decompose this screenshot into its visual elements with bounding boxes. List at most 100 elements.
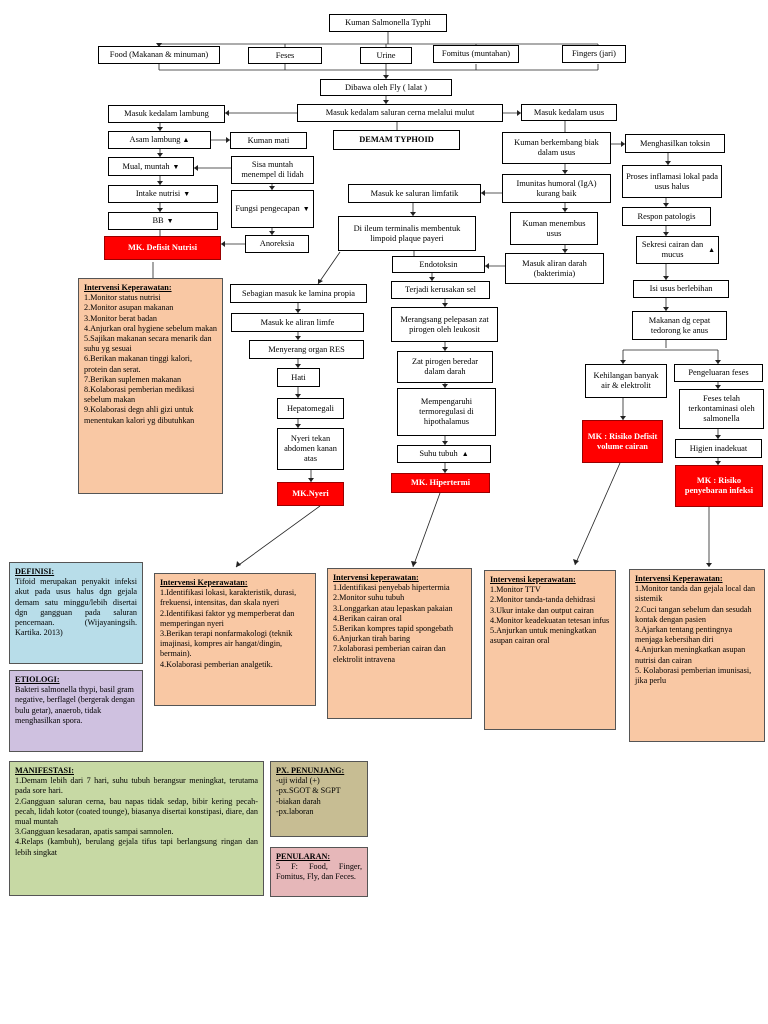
panel-title: Intervensi keperawatan: — [333, 573, 419, 582]
intervention-nutrition-panel: Intervensi Keperawatan: 1.Monitor status… — [78, 278, 223, 494]
panel-title: Intervensi Keperawatan: — [635, 574, 723, 583]
panel-item: 2.Cuci tangan sebelum dan sesudah kontak… — [635, 604, 752, 624]
panel-item: 1.Identifikasi lokasi, karakteristik, du… — [160, 588, 297, 608]
panel-item: 5.Anjurkan untuk meningkatkan asupan cai… — [490, 626, 597, 646]
germs-dead-box: Kuman mati — [230, 132, 307, 149]
panel-item: 5. Kolaborasi pemberian imunisasi, jika … — [635, 665, 752, 686]
panel-text: Tifoid merupakan penyakit infeksi akut p… — [15, 577, 137, 638]
arrow-down-icon: ▼ — [183, 190, 191, 198]
thermo-box: Mempengaruhi termoregulasi di hipothalam… — [397, 388, 496, 436]
pyrogen-blood-box: Zat pirogen beredar dalam darah — [397, 351, 493, 383]
secretion-box: Sekresi cairan dan mucus ▲ — [636, 236, 719, 264]
support-panel: PX. PENUNJANG: -uji widal (+) -px.SGOT &… — [270, 761, 368, 837]
arrow-down-icon: ▼ — [166, 217, 174, 225]
panel-item: 4.Anjurkan oral hygiene sebelum makan — [84, 323, 218, 333]
panel-item: 6.Berikan makanan tinggi kalori, protein… — [84, 354, 193, 374]
panel-item: 1.Identifikasi penyebab hipertermia — [333, 583, 450, 593]
disease-box: DEMAM TYPHOID — [333, 130, 460, 150]
panel-text: 5 F: Food, Finger, Fomitus, Fly, dan Fec… — [276, 862, 362, 882]
intestine-box: Masuk kedalam usus — [521, 104, 617, 121]
ileum-box: Di ileum terminalis membentuk limpoid pl… — [338, 216, 476, 251]
intervention-fluid-panel: Intervensi keperawatan: 1.Monitor TTV 2.… — [484, 570, 616, 730]
panel-item: 4.Kolaborasi pemberian analgetik. — [160, 659, 273, 669]
endotoxin-box: Endotoksin — [392, 256, 485, 273]
panel-item: -px.SGOT & SGPT — [276, 786, 341, 796]
panel-item: 5.Sajikan makanan secara menarik dan suh… — [84, 334, 212, 354]
panel-item: 3.Ajarkan tentang pentingnya menjaga keb… — [635, 625, 733, 645]
panel-item: -uji widal (+) — [276, 776, 320, 786]
cell-damage-box: Terjadi kerusakan sel — [391, 281, 490, 299]
food-fast-box: Makanan dg cepat tedorong ke anus — [632, 311, 727, 340]
panel-item: 2.Identifikasi faktor yg memperberat dan… — [160, 608, 295, 628]
hygiene-box: Higien inadekuat — [675, 439, 762, 458]
panel-item: 4.Relaps (kambuh), berulang gejala tifus… — [15, 837, 258, 857]
temp-box: Suhu tubuh▲ — [397, 445, 491, 463]
panel-item: 2.Monitor asupan makanan — [84, 303, 174, 313]
germs-grow-box: Kuman berkembang biak dalam usus — [502, 132, 611, 164]
hepato-box: Hepatomegali — [277, 398, 344, 419]
panel-title: ETIOLOGI: — [15, 675, 60, 684]
arrow-down-icon: ▼ — [172, 162, 180, 171]
etiology-panel: ETIOLOGI: Bakteri salmonella thypi, basi… — [9, 670, 143, 752]
fly-box: Dibawa oleh Fly ( lalat ) — [320, 79, 452, 96]
blood-box: Masuk aliran darah (bakterimia) — [505, 253, 604, 284]
panel-item: 2.Monitor tanda-tanda dehidrasi — [490, 595, 596, 605]
panel-item: 3.Ukur intake dan output cairan — [490, 605, 594, 615]
arrow-up-icon: ▲ — [708, 246, 715, 254]
inflammation-box: Proses inflamasi lokal pada usus halus — [622, 165, 722, 198]
source-fomitus: Fomitus (muntahan) — [433, 45, 519, 63]
panel-title: Intervensi Keperawatan: — [160, 578, 248, 587]
source-urine: Urine — [360, 47, 412, 64]
panel-item: 5.Berikan kompres tapid spongebath — [333, 624, 454, 634]
diagnosis-nutrition: MK. Defisit Nutrisi — [104, 236, 221, 260]
acid-label: Asam lambung — [129, 135, 181, 144]
panel-item: 4.Berikan cairan oral — [333, 613, 402, 623]
bw-box: BB▼ — [108, 212, 218, 230]
vomit-residue-box: Sisa muntah menempel di lidah — [231, 156, 314, 184]
source-feses: Feses — [248, 47, 322, 64]
source-food: Food (Makanan & minuman) — [98, 46, 220, 64]
definition-panel: DEFINISI: Tifoid merupakan penyakit infe… — [9, 562, 143, 664]
diagnosis-fever: MK. Hipertermi — [391, 473, 490, 493]
taste-box: Fungsi pengecapan▼ — [231, 190, 314, 228]
liver-box: Hati — [277, 368, 320, 387]
pathologic-box: Respon patologis — [622, 207, 711, 226]
panel-title: PX. PENUNJANG: — [276, 766, 345, 775]
temp-label: Suhu tubuh — [419, 449, 458, 458]
panel-title: DEFINISI: — [15, 567, 55, 576]
panel-title: Intervensi keperawatan: — [490, 575, 576, 584]
panel-item: 1.Monitor TTV — [490, 585, 541, 595]
bw-label: BB — [152, 216, 164, 225]
gut-content-box: Isi usus berlebihan — [633, 280, 729, 298]
panel-item: 8.Kolaborasi pemberian medikasi sebelum … — [84, 385, 195, 405]
arrow-up-icon: ▲ — [461, 450, 469, 458]
panel-title: PENULARAN: — [276, 852, 331, 861]
taste-label: Fungsi pengecapan — [235, 204, 300, 213]
lamina-box: Sebagian masuk ke lamina propia — [230, 284, 367, 303]
panel-title: Intervensi Keperawatan: — [84, 283, 172, 292]
source-fingers: Fingers (jari) — [562, 45, 626, 63]
secretion-label: Sekresi cairan dan mucus — [641, 240, 704, 259]
arrow-down-icon: ▼ — [302, 205, 310, 213]
tender-box: Nyeri tekan abdomen kanan atas — [277, 428, 344, 470]
toxin-box: Menghasilkan toksin — [625, 134, 725, 153]
digestive-box: Masuk kedalam saluran cerna melalui mulu… — [297, 104, 503, 122]
panel-item: 3.Berikan terapi nonfarmakologi (teknik … — [160, 629, 293, 659]
panel-item: 3.Longgarkan atau lepaskan pakaian — [333, 603, 453, 613]
lymph-box: Masuk ke saluran limfatik — [348, 184, 481, 203]
diagnosis-fluid: MK : Risiko Defisit volume cairan — [582, 420, 663, 463]
nausea-box: Mual, muntah▼ — [108, 157, 194, 176]
diagnosis-infection: MK : Risiko penyebaran infeksi — [675, 465, 763, 507]
lymph-flow-box: Masuk ke aliran limfe — [231, 313, 364, 332]
panel-item: 7.Berikan suplemen makanan — [84, 374, 182, 384]
penetrate-box: Kuman menembus usus — [510, 212, 598, 245]
contaminated-box: Feses telah terkontaminasi oleh salmonel… — [679, 389, 764, 429]
panel-item: 7.kolaborasi pemberian cairan dan elektr… — [333, 644, 446, 664]
feces-out-box: Pengeluaran feses — [674, 364, 763, 382]
panel-item: 3.Gangguan kesadaran, apatis sampai samn… — [15, 827, 174, 837]
manifestation-panel: MANIFESTASI: 1.Demam lebih dari 7 hari, … — [9, 761, 264, 896]
fluid-loss-box: Kehilangan banyak air & elektrolit — [585, 364, 667, 398]
intervention-pain-panel: Intervensi Keperawatan: 1.Identifikasi l… — [154, 573, 316, 706]
panel-item: 6.Anjurkan tirah baring — [333, 634, 411, 644]
